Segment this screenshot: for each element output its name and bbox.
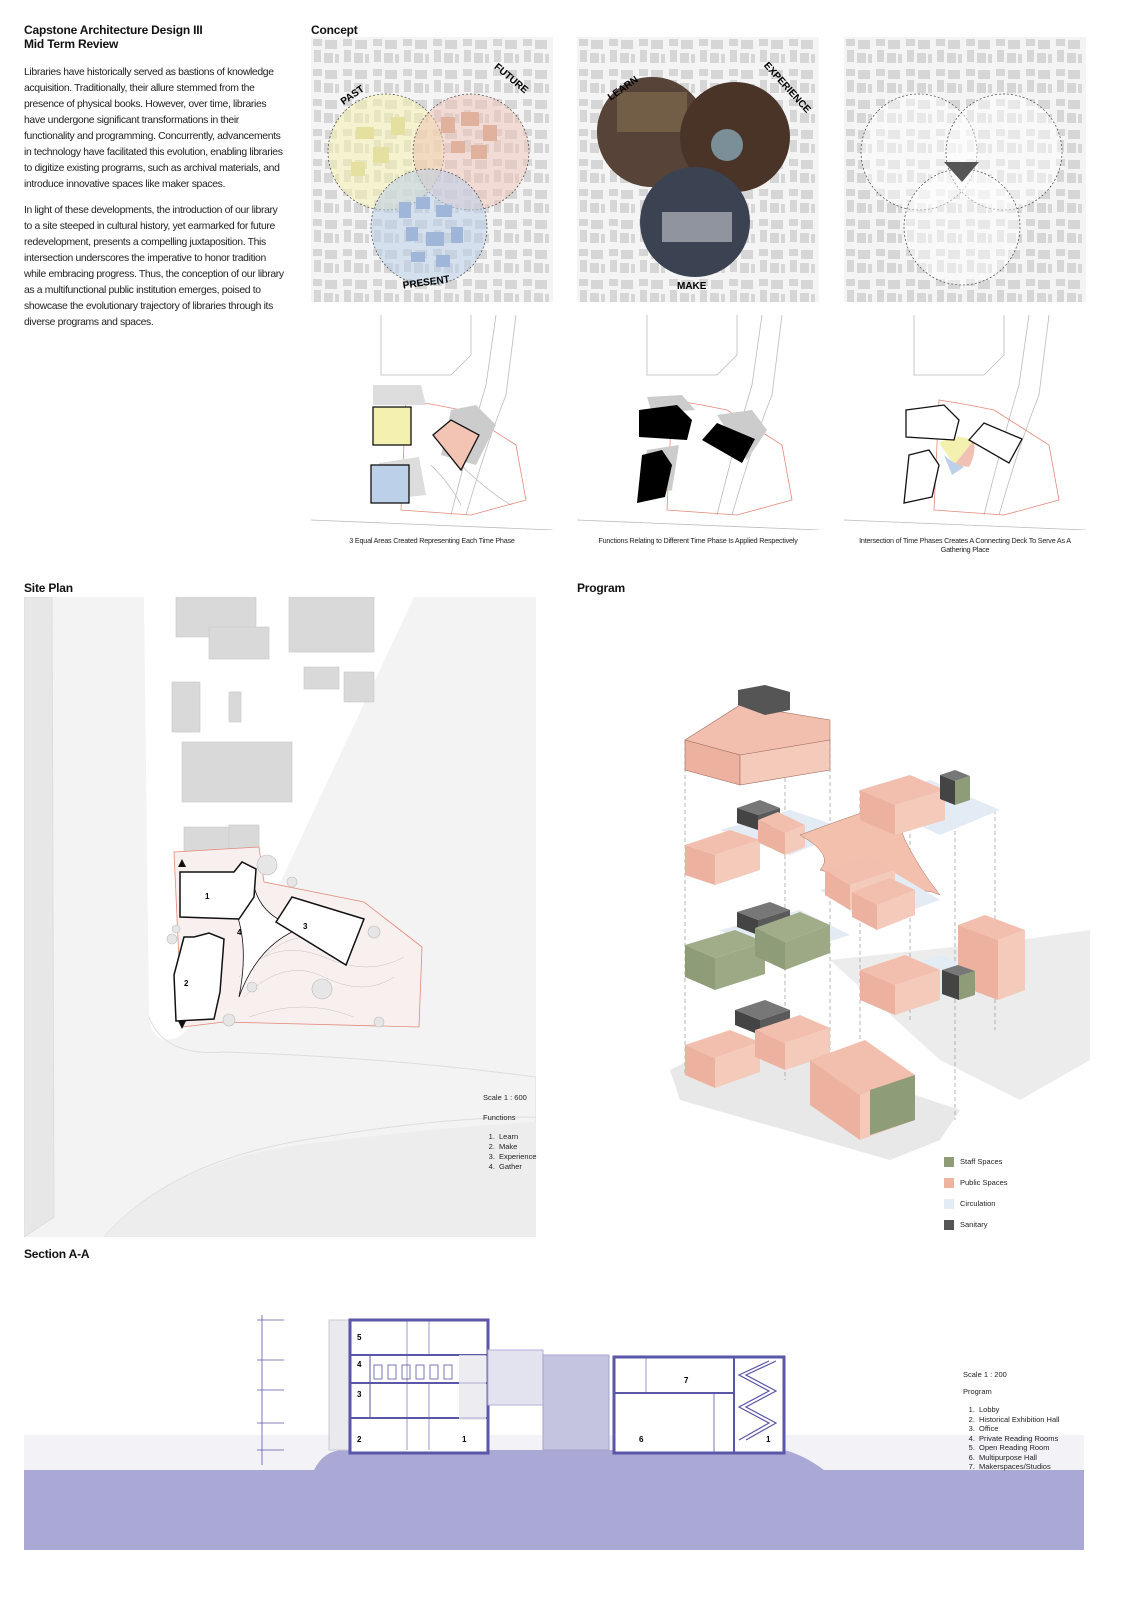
section-room-6: 6 — [639, 1435, 644, 1444]
program-item: Private Reading Rooms — [977, 1434, 1073, 1444]
section-scale: Scale 1 : 200 — [963, 1370, 1007, 1379]
section-room-2: 2 — [357, 1435, 362, 1444]
program-item: Historical Exhibition Hall — [977, 1415, 1073, 1425]
concept-panel-intersection — [844, 37, 1086, 302]
page-title: Capstone Architecture Design III Mid Ter… — [24, 23, 203, 51]
legend-swatch-staff — [944, 1156, 954, 1167]
section-program-title: Program — [963, 1387, 992, 1396]
legend-public: Public Spaces — [944, 1177, 1008, 1188]
program-item: Makerspaces/Studios — [977, 1462, 1073, 1472]
program-item: Open Reading Room — [977, 1443, 1073, 1453]
section-room-4: 4 — [357, 1360, 362, 1369]
concept-panel-functions: LEARN EXPERIENCE MAKE — [577, 37, 819, 302]
concept-caption-3: Intersection of Time Phases Creates A Co… — [859, 536, 1071, 554]
massing-panel-2 — [576, 315, 820, 530]
concept-diagram-row — [311, 315, 1086, 530]
project-subtitle: Mid Term Review — [24, 37, 119, 51]
site-plan-legend: Scale 1 : 600 Functions Learn Make Exper… — [483, 1093, 543, 1172]
section-room-1-left: 1 — [462, 1435, 467, 1444]
function-item: Gather — [497, 1162, 543, 1172]
intro-paragraph-1: Libraries have historically served as ba… — [24, 67, 283, 190]
section-room-1-right: 1 — [766, 1435, 771, 1444]
legend-staff: Staff Spaces — [944, 1156, 1008, 1167]
legend-swatch-sanitary — [944, 1219, 954, 1230]
site-functions-title: Functions — [483, 1113, 516, 1122]
legend-swatch-circulation — [944, 1198, 954, 1209]
site-plan-drawing: 1 2 3 4 — [24, 597, 536, 1237]
section-program-list: Lobby Historical Exhibition Hall Office … — [963, 1405, 1073, 1472]
label-make: MAKE — [677, 281, 707, 292]
function-item: Experience — [497, 1152, 543, 1162]
site-plan-heading: Site Plan — [24, 581, 73, 595]
concept-caption-1: 3 Equal Areas Created Representing Each … — [349, 536, 515, 545]
intro-paragraph-2: In light of these developments, the intr… — [24, 205, 284, 328]
section-heading: Section A-A — [24, 1247, 90, 1261]
section-drawing: 5 4 3 2 1 7 6 1 — [24, 1315, 1084, 1550]
program-item: Multipurpose Hall — [977, 1453, 1073, 1463]
site-building-1-number: 1 — [205, 892, 210, 901]
site-building-3-number: 3 — [303, 922, 308, 931]
program-heading: Program — [577, 581, 625, 595]
program-legend: Staff Spaces Public Spaces Circulation S… — [944, 1156, 1008, 1230]
intro-text: Libraries have historically served as ba… — [24, 65, 286, 341]
site-deck-number: 4 — [237, 928, 242, 937]
function-item: Make — [497, 1142, 543, 1152]
function-item: Learn — [497, 1132, 543, 1142]
program-item: Office — [977, 1424, 1073, 1434]
section-legend: Scale 1 : 200 Program Lobby Historical E… — [963, 1370, 1073, 1472]
project-title: Capstone Architecture Design III — [24, 23, 203, 37]
concept-heading: Concept — [311, 23, 358, 37]
section-room-5: 5 — [357, 1333, 362, 1342]
program-item: Lobby — [977, 1405, 1073, 1415]
section-room-3: 3 — [357, 1390, 362, 1399]
site-building-2-number: 2 — [184, 979, 189, 988]
section-room-7: 7 — [684, 1376, 689, 1385]
site-functions-list: Learn Make Experience Gather — [483, 1132, 543, 1172]
concept-panel-time-phases: PAST FUTURE PRESENT — [311, 37, 553, 302]
massing-panel-1 — [311, 315, 554, 530]
legend-sanitary: Sanitary — [944, 1219, 1008, 1230]
legend-circulation: Circulation — [944, 1198, 1008, 1209]
legend-swatch-public — [944, 1177, 954, 1188]
concept-caption-2: Functions Relating to Different Time Pha… — [598, 536, 798, 545]
concept-top-row: PAST FUTURE PRESENT LEARN EXPERIENCE MAK… — [311, 37, 1086, 302]
program-axonometric — [670, 685, 1090, 1160]
massing-panel-3 — [843, 315, 1086, 530]
site-plan-scale: Scale 1 : 600 — [483, 1093, 527, 1102]
